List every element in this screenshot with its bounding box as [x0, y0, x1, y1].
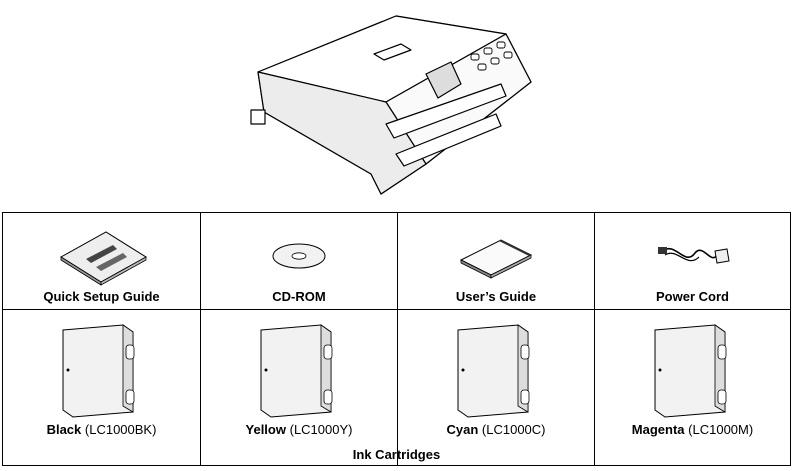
- box-contents-table: Quick Setup Guide CD-ROM User’s Guide: [2, 212, 791, 466]
- cd-rom-label: CD-ROM: [272, 289, 326, 304]
- ink-cartridge-black-icon: [62, 324, 135, 418]
- ink-cartridges-row: Black (LC1000BK) Yellow (LC1000Y) Cyan (…: [3, 310, 790, 465]
- quick-setup-guide-label: Quick Setup Guide: [43, 289, 160, 304]
- power-cord-cell: Power Cord: [594, 213, 790, 309]
- cartridge-black-cell: Black (LC1000BK): [3, 310, 200, 465]
- ink-cartridges-label: Ink Cartridges: [352, 447, 441, 462]
- ink-cartridge-magenta-icon: [654, 324, 727, 418]
- users-guide-cell: User’s Guide: [397, 213, 594, 309]
- users-guide-label: User’s Guide: [455, 289, 537, 304]
- power-cord-label: Power Cord: [656, 289, 729, 304]
- cartridge-magenta-label: Magenta (LC1000M): [631, 422, 754, 437]
- cd-rom-cell: CD-ROM: [200, 213, 397, 309]
- quick-setup-guide-cell: Quick Setup Guide: [3, 213, 200, 309]
- users-guide-icon: [459, 239, 533, 279]
- ink-cartridge-cyan-icon: [457, 324, 530, 418]
- power-cord-icon: [658, 247, 730, 264]
- cartridge-yellow-cell: Yellow (LC1000Y): [200, 310, 397, 465]
- ink-cartridge-yellow-icon: [260, 324, 333, 418]
- cartridge-cyan-label: Cyan (LC1000C): [446, 422, 546, 437]
- cartridge-yellow-label: Yellow (LC1000Y): [245, 422, 353, 437]
- accessories-row: Quick Setup Guide CD-ROM User’s Guide: [3, 213, 790, 310]
- cartridge-black-label: Black (LC1000BK): [46, 422, 157, 437]
- cartridge-magenta-cell: Magenta (LC1000M): [594, 310, 790, 465]
- quick-setup-guide-icon: [60, 231, 147, 286]
- cartridge-cyan-cell: Cyan (LC1000C): [397, 310, 594, 465]
- cd-rom-icon: [272, 243, 326, 269]
- printer-illustration: [250, 15, 532, 195]
